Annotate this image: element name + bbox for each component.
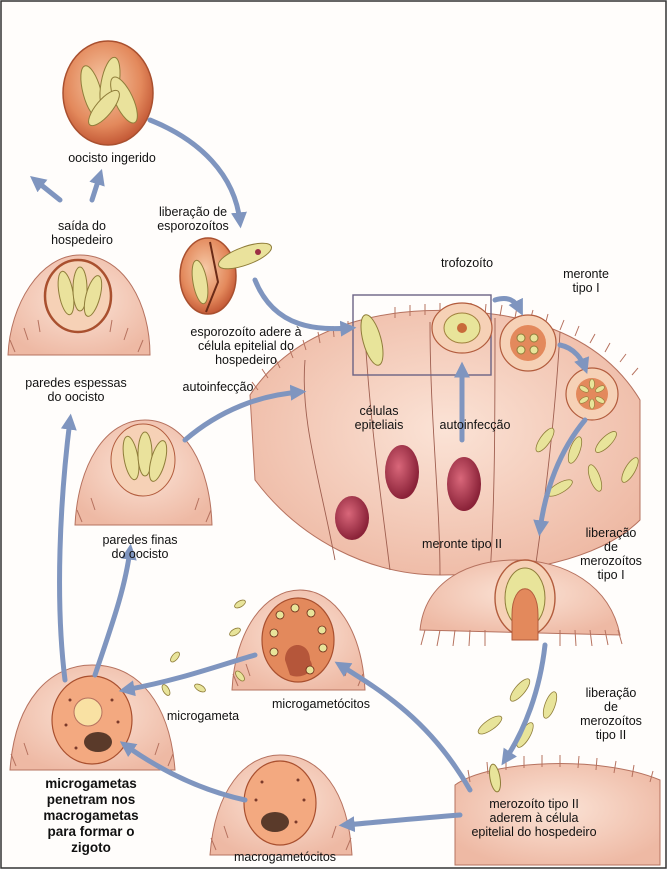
type-i-meront: [500, 315, 556, 371]
label-host-exit: saída do hospedeiro: [51, 219, 113, 247]
label-microgamete: microgameta: [167, 709, 239, 723]
label-type-i-merozoite-release: liberação de merozoítos tipo I: [580, 526, 642, 582]
label-macrogametocytes: macrogametócitos: [234, 850, 336, 864]
label-type-ii-merozoite-release: liberação de merozoítos tipo II: [580, 686, 642, 742]
label-autoinfection-left: autoinfecção: [183, 380, 254, 394]
label-type-ii-meront: meronte tipo II: [422, 537, 502, 551]
label-thin-walls: paredes finas do oocisto: [102, 533, 177, 561]
type-i-meront-mature: [566, 368, 618, 420]
label-ingested-oocyst: oocisto ingerido: [68, 151, 156, 165]
epithelial-nucleus: [335, 496, 369, 540]
label-sporozoite-release: liberação de esporozoítos: [157, 205, 229, 233]
trophozoite-stage: [432, 303, 492, 353]
label-epithelial-cells: células epiteliais: [355, 404, 404, 432]
label-trophozoite: trofozoíto: [441, 256, 493, 270]
label-microgametocytes: microgametócitos: [272, 697, 370, 711]
label-type-i-meront: meronte tipo I: [563, 267, 609, 295]
epithelial-nucleus: [447, 457, 481, 511]
label-sporozoite-attaches: esporozoíto adere à célula epitelial do …: [190, 325, 301, 367]
epithelial-nucleus: [385, 445, 419, 499]
ingested-oocyst: [63, 41, 153, 145]
label-autoinfection-center: autoinfecção: [440, 418, 511, 432]
label-thick-walls: paredes espessas do oocisto: [25, 376, 126, 404]
label-type-ii-merozoite-attach: merozoíto tipo II aderem à célula epitel…: [471, 797, 596, 839]
label-microgametes-penetrate: microgametas penetram nos macrogametas p…: [43, 776, 138, 856]
